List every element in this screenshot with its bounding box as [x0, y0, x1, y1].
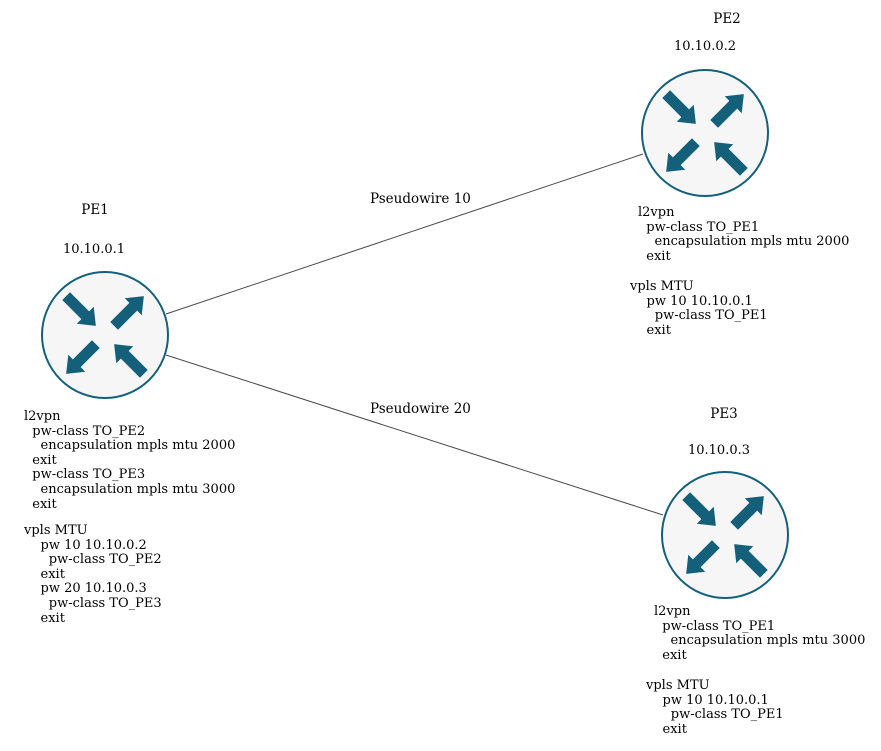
pe3-vpls-config: vpls MTU pw 10 10.10.0.1 pw-class TO_PE1…	[646, 678, 784, 737]
arrow-outward-icon	[710, 94, 744, 128]
router-name-pe3: PE3	[710, 406, 738, 422]
arrow-outward-icon	[66, 340, 100, 374]
arrow-inward-icon	[114, 344, 148, 378]
arrow-outward-icon	[730, 496, 764, 530]
router-circle	[661, 471, 789, 599]
link-label-pseudowire-20: Pseudowire 20	[370, 401, 471, 417]
arrow-inward-icon	[734, 544, 768, 578]
pe3-l2vpn-config: l2vpn pw-class TO_PE1 encapsulation mpls…	[654, 604, 866, 663]
router-icon-pe3	[661, 471, 789, 599]
arrow-inward-icon	[682, 492, 716, 526]
link-label-pseudowire-10: Pseudowire 10	[370, 191, 471, 207]
arrow-inward-icon	[662, 90, 696, 124]
router-ip-pe3: 10.10.0.3	[687, 443, 751, 458]
router-ip-pe2: 10.10.0.2	[673, 39, 737, 54]
router-circle	[41, 271, 169, 399]
router-icon-pe2	[641, 69, 769, 197]
arrow-outward-icon	[686, 540, 720, 574]
pe1-l2vpn-config: l2vpn pw-class TO_PE2 encapsulation mpls…	[24, 409, 236, 512]
router-ip-pe1: 10.10.0.1	[62, 242, 126, 257]
router-name-pe1: PE1	[81, 202, 109, 218]
pseudowire-10-line	[165, 153, 644, 315]
router-icon-pe1	[41, 271, 169, 399]
pe2-vpls-config: vpls MTU pw 10 10.10.0.1 pw-class TO_PE1…	[630, 279, 768, 338]
pseudowire-20-line	[165, 354, 664, 516]
router-name-pe2: PE2	[713, 11, 741, 27]
arrow-outward-icon	[666, 138, 700, 172]
pe1-vpls-config: vpls MTU pw 10 10.10.0.2 pw-class TO_PE2…	[24, 523, 162, 626]
arrow-inward-icon	[62, 292, 96, 326]
router-circle	[641, 69, 769, 197]
arrow-outward-icon	[110, 296, 144, 330]
arrow-inward-icon	[714, 142, 748, 176]
pe2-l2vpn-config: l2vpn pw-class TO_PE1 encapsulation mpls…	[638, 205, 850, 264]
